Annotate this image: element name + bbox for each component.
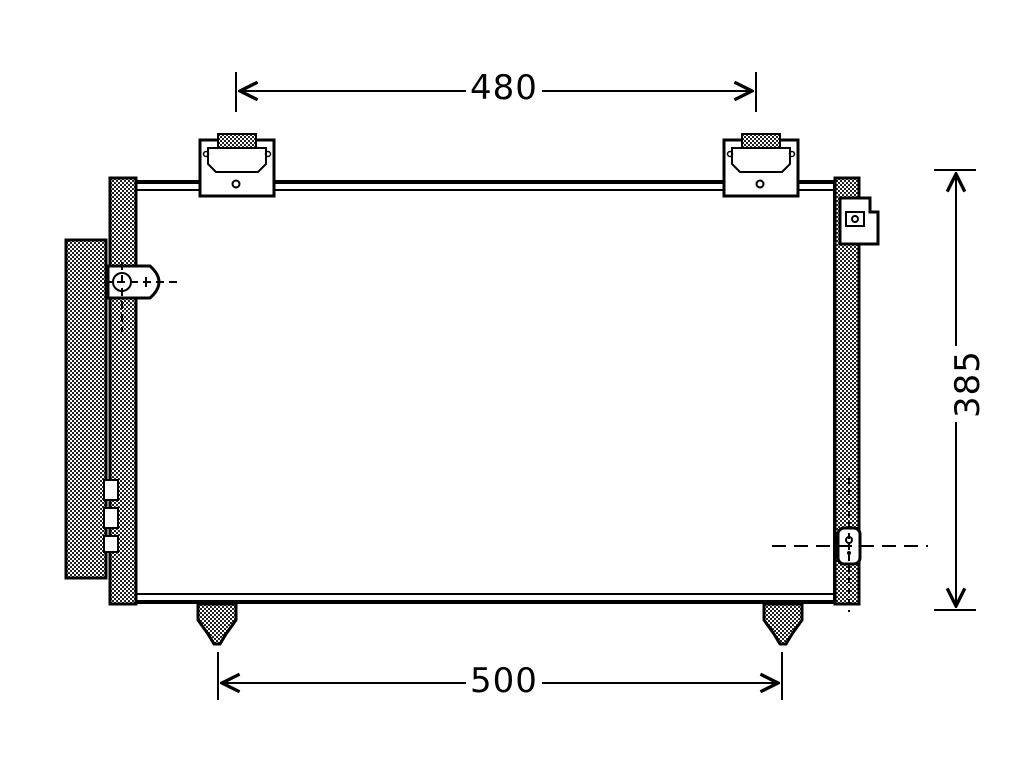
top-bracket-left	[198, 133, 276, 198]
top-bracket-right	[722, 133, 800, 198]
dimension-label-bottom: 500	[466, 663, 542, 699]
left-connection-fitting	[104, 262, 178, 332]
receiver-drier	[64, 238, 108, 580]
right-lower-fitting	[772, 478, 928, 612]
bottom-foot-right	[762, 602, 804, 646]
condenser-core	[133, 180, 837, 604]
bottom-foot-left	[196, 602, 238, 646]
dimension-label-top: 480	[466, 70, 542, 106]
dimension-label-height: 385	[948, 346, 988, 422]
right-upper-fitting	[838, 196, 880, 246]
left-header-tank	[103, 176, 138, 606]
